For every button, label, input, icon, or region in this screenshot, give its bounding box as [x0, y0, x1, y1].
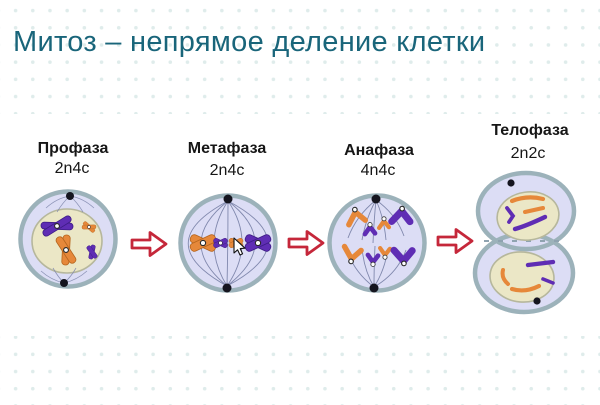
chromatid-orange-small: [378, 246, 392, 260]
chromatid-purple-small: [362, 222, 378, 237]
chromosome-orange-small: [81, 221, 97, 233]
next-phase-arrow-icon: [436, 228, 474, 254]
chromatid-orange-small: [377, 216, 391, 230]
chromosome-orange-large: [55, 234, 77, 266]
next-phase-arrow-icon: [130, 231, 168, 257]
daughter-cell-top-membrane: [475, 170, 577, 252]
centriole-bottom: [533, 297, 541, 305]
chromatid-orange-large: [341, 243, 364, 265]
centrosome-top: [223, 194, 233, 204]
chromatids-bottom-group: [341, 243, 416, 267]
mouse-cursor-icon: [233, 237, 246, 256]
decondensing-chromosomes-bottom: [500, 259, 556, 293]
anaphase-label: Анафаза: [344, 142, 414, 159]
telophase-formula: 2n2c: [510, 145, 546, 162]
anaphase-cell-illustration: [327, 193, 427, 293]
cell-membrane: [327, 193, 427, 293]
metaphase-label: Метафаза: [187, 140, 267, 157]
chromosome-purple-small: [213, 237, 228, 249]
prophase-cell-illustration: [18, 189, 118, 289]
chromosome-orange-large: [189, 234, 217, 252]
chromatid-purple-large: [388, 205, 414, 226]
centrosome-bottom: [60, 279, 68, 287]
chromatid-purple-large: [390, 246, 416, 267]
centrosome-top: [66, 192, 74, 200]
prophase-label: Профаза: [37, 140, 109, 157]
metaphase-cell-illustration: [178, 193, 278, 293]
chromosome-purple-large: [244, 234, 272, 252]
prophase-formula: 2n4c: [54, 160, 90, 177]
chromatid-purple-small: [365, 252, 381, 267]
centrosome-top: [371, 194, 381, 204]
centrosome-bottom: [222, 283, 232, 293]
telophase-label: Телофаза: [491, 122, 569, 139]
nucleus-top: [496, 191, 560, 241]
decondensing-chromosomes-top: [505, 195, 548, 232]
metaphase-formula: 2n4c: [209, 162, 245, 179]
chromatid-orange-large: [346, 206, 369, 228]
centriole-top: [507, 179, 515, 187]
chromosome-purple-small: [86, 244, 98, 260]
anaphase-formula: 4n4c: [360, 162, 396, 179]
slide-title: Митоз – непрямое деление клетки: [13, 26, 486, 58]
telophase-cells-illustration: [472, 170, 577, 315]
chromatids-top-group: [346, 205, 414, 237]
next-phase-arrow-icon: [287, 230, 325, 256]
chromosome-purple-large: [40, 215, 74, 237]
centrosome-bottom: [369, 283, 379, 293]
